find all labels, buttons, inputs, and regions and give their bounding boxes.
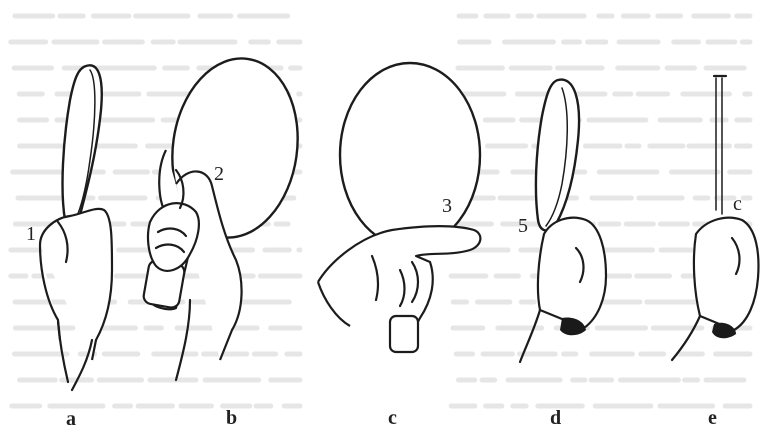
figure-c-marker: 3 bbox=[442, 195, 452, 217]
figure-b-caption: b bbox=[226, 407, 237, 429]
figure-b-marker: 2 bbox=[214, 163, 224, 185]
figure-e-caption: e bbox=[708, 407, 717, 429]
figure-c: 3 c bbox=[318, 63, 480, 429]
figure-c-caption: c bbox=[388, 407, 397, 429]
figure-a-marker: 1 bbox=[26, 223, 36, 245]
figure-e-marker: c bbox=[733, 193, 742, 215]
figure-d-caption: d bbox=[550, 407, 561, 429]
figure-b: 2 b bbox=[142, 50, 308, 429]
figure-d-marker: 5 bbox=[518, 215, 528, 237]
figure-d: 5 d bbox=[518, 80, 606, 429]
figure-a-caption: a bbox=[66, 408, 76, 430]
